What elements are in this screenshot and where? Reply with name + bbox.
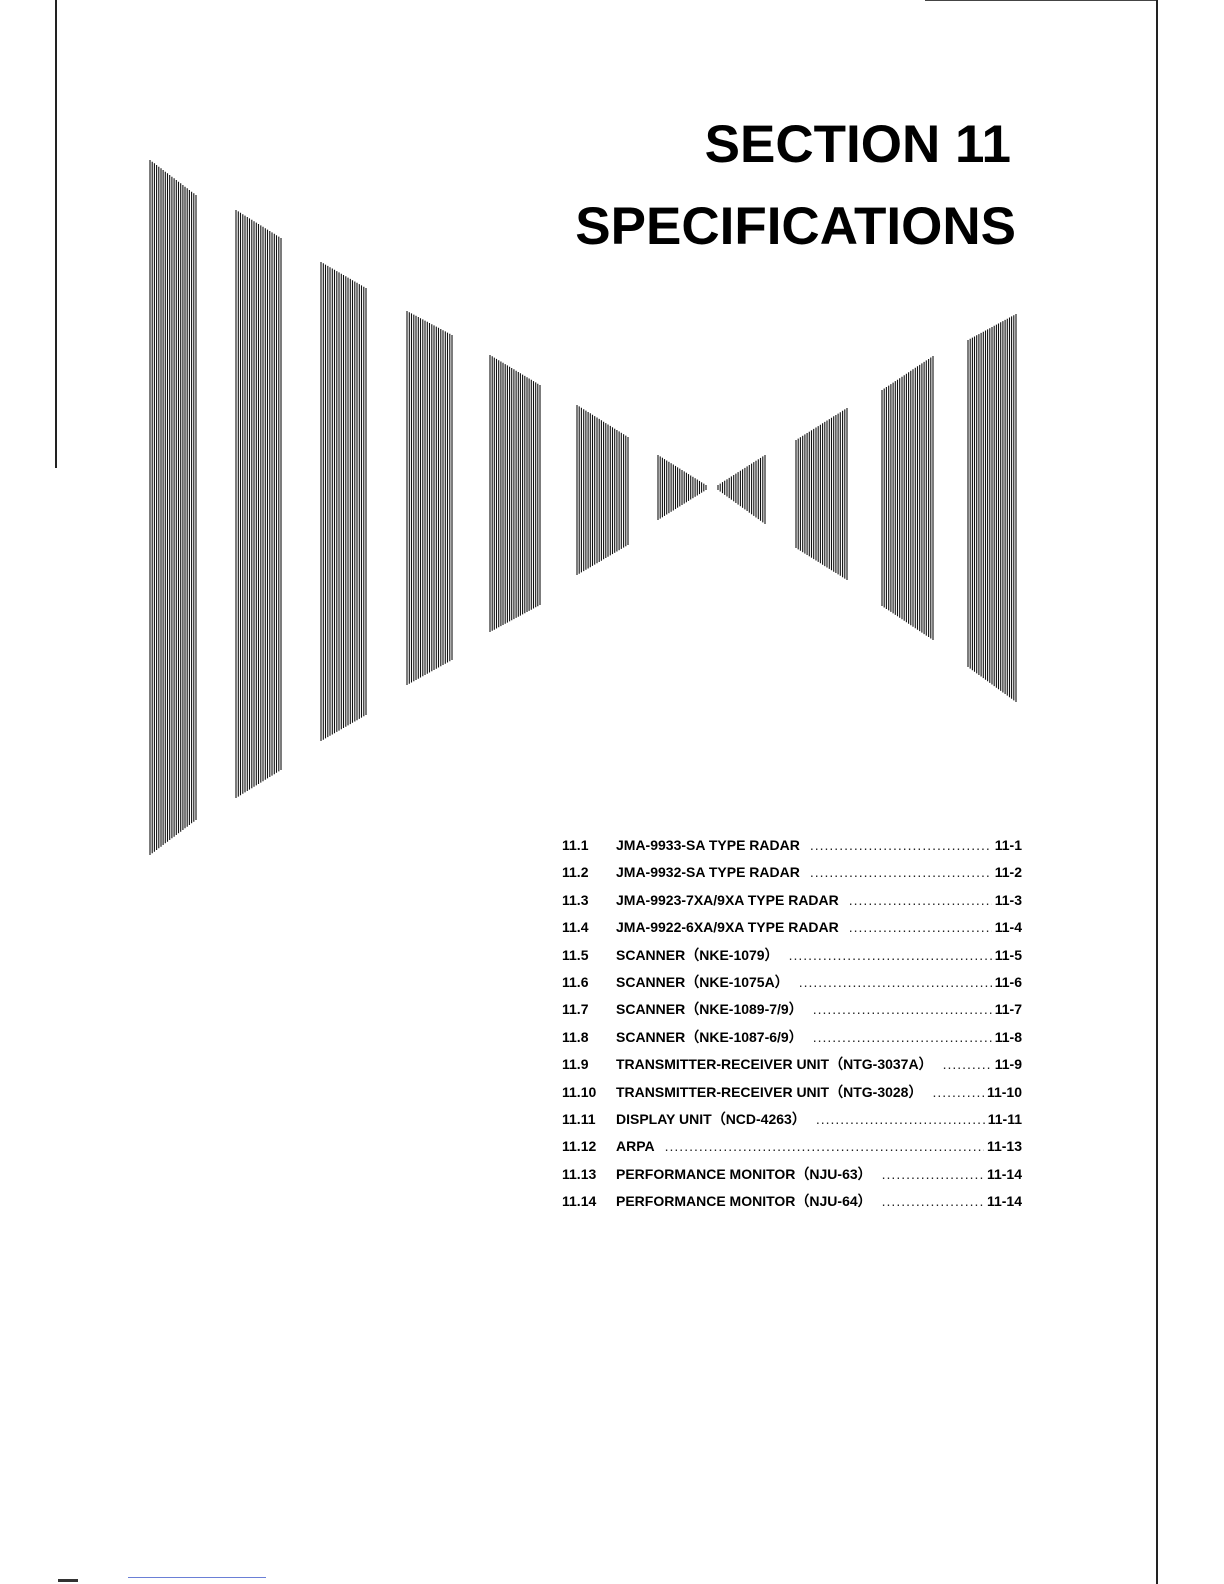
bar-group (881, 356, 934, 640)
toc-entry-title: JMA-9933-SA TYPE RADAR (616, 837, 800, 853)
toc-dot-leader (799, 971, 992, 993)
toc-entry[interactable]: 11.6 SCANNER（NKE-1075A） 11-6 (562, 971, 1022, 998)
scan-edge-left (55, 0, 57, 468)
section-title: SECTION 11 (704, 115, 1011, 174)
toc-dot-leader (813, 1026, 992, 1048)
toc-dot-leader (813, 998, 992, 1020)
toc-entry-title: SCANNER（NKE-1075A） (616, 973, 789, 990)
toc-entry-page: 11-11 (987, 1110, 1022, 1127)
toc-entry[interactable]: 11.7 SCANNER（NKE-1089-7/9） 11-7 (562, 998, 1022, 1025)
bar-group (320, 262, 367, 741)
toc-entry-number: 11.4 (562, 919, 589, 936)
toc-entry-title: TRANSMITTER-RECEIVER UNIT（NTG-3028） (616, 1083, 923, 1100)
toc-entry-number: 11.2 (562, 864, 589, 881)
toc-entry-number: 11.9 (562, 1056, 589, 1073)
toc-entry-page: 11-5 (994, 946, 1022, 963)
toc-entry-title: SCANNER（NKE-1079） (616, 946, 779, 963)
toc-dot-leader (849, 916, 992, 938)
toc-entry-title: SCANNER（NKE-1089-7/9） (616, 1001, 803, 1018)
scan-underline (128, 1577, 266, 1578)
toc-entry-page: 11-9 (994, 1056, 1022, 1073)
toc-dot-leader (665, 1135, 984, 1157)
toc-entry[interactable]: 11.12 ARPA 11-13 (562, 1135, 1022, 1162)
toc-entry-title: PERFORMANCE MONITOR（NJU-63） (616, 1165, 872, 1182)
toc-entry-page: 11-3 (994, 891, 1022, 908)
toc-dot-leader (932, 1081, 983, 1103)
bar-group (657, 455, 707, 520)
toc-entry-page: 11-4 (994, 919, 1022, 936)
toc-entry-page: 11-2 (994, 864, 1022, 881)
scan-mark (58, 1579, 78, 1582)
toc-entry[interactable]: 11.10 TRANSMITTER-RECEIVER UNIT（NTG-3028）… (562, 1081, 1022, 1108)
toc-dot-leader (810, 861, 992, 883)
toc-entry-title: JMA-9932-SA TYPE RADAR (616, 864, 800, 881)
toc-dot-leader (882, 1163, 984, 1185)
toc-entry[interactable]: 11.5 SCANNER（NKE-1079） 11-5 (562, 944, 1022, 971)
toc-entry-title: JMA-9923-7XA/9XA TYPE RADAR (616, 891, 839, 908)
toc-entry[interactable]: 11.4 JMA-9922-6XA/9XA TYPE RADAR 11-4 (562, 916, 1022, 943)
toc-dot-leader (810, 834, 992, 856)
bar-group (576, 405, 629, 575)
toc-entry-title: DISPLAY UNIT（NCD-4263） (616, 1110, 806, 1127)
toc-dot-leader (789, 944, 992, 966)
toc-entry[interactable]: 11.8 SCANNER（NKE-1087-6/9） 11-8 (562, 1026, 1022, 1053)
toc-dot-leader (816, 1108, 985, 1130)
scan-edge-right (1156, 0, 1158, 1584)
toc-entry-number: 11.11 (562, 1110, 596, 1127)
toc-dot-leader (849, 889, 992, 911)
bar-group (795, 408, 848, 580)
toc-entry-page: 11-6 (994, 973, 1022, 990)
toc-entry-number: 11.7 (562, 1001, 589, 1018)
bar-group (489, 355, 541, 632)
toc-entry[interactable]: 11.14 PERFORMANCE MONITOR（NJU-64） 11-14 (562, 1190, 1022, 1217)
toc-entry-number: 11.13 (562, 1165, 597, 1182)
bar-group (149, 160, 197, 855)
toc-entry[interactable]: 11.2 JMA-9932-SA TYPE RADAR 11-2 (562, 861, 1022, 888)
toc-entry-number: 11.1 (562, 837, 589, 853)
scan-edge-top (925, 0, 1156, 1)
section-subtitle: SPECIFICATIONS (575, 197, 1016, 256)
toc-entry-page: 11-7 (994, 1001, 1022, 1018)
toc-entry-page: 11-14 (986, 1165, 1022, 1182)
toc-entry[interactable]: 11.1 JMA-9933-SA TYPE RADAR 11-1 (562, 834, 1022, 861)
toc-dot-leader (882, 1190, 984, 1212)
toc-entry-number: 11.8 (562, 1028, 589, 1045)
bar-group (406, 311, 453, 685)
toc-entry-title: TRANSMITTER-RECEIVER UNIT（NTG-3037A） (616, 1056, 933, 1073)
bar-group (967, 314, 1017, 702)
toc-entry-page: 11-8 (994, 1028, 1022, 1045)
toc-entry[interactable]: 11.9 TRANSMITTER-RECEIVER UNIT（NTG-3037A）… (562, 1053, 1022, 1080)
toc-entry[interactable]: 11.13 PERFORMANCE MONITOR（NJU-63） 11-14 (562, 1163, 1022, 1190)
toc-entry[interactable]: 11.3 JMA-9923-7XA/9XA TYPE RADAR 11-3 (562, 889, 1022, 916)
toc-entry-number: 11.14 (562, 1193, 597, 1210)
bar-group (717, 455, 766, 524)
toc-entry-title: SCANNER（NKE-1087-6/9） (616, 1028, 803, 1045)
toc-entry-number: 11.10 (562, 1083, 597, 1100)
toc-entry-page: 11-13 (986, 1138, 1022, 1155)
toc-entry-page: 11-10 (986, 1083, 1022, 1100)
toc-entry-title: ARPA (616, 1138, 655, 1155)
toc-entry-title: PERFORMANCE MONITOR（NJU-64） (616, 1193, 872, 1210)
toc-entry-title: JMA-9922-6XA/9XA TYPE RADAR (616, 919, 839, 936)
toc-entry-page: 11-14 (986, 1193, 1022, 1210)
toc-entry-number: 11.3 (562, 891, 589, 908)
toc-entry-number: 11.6 (562, 973, 589, 990)
bar-group (235, 210, 282, 798)
toc-entry-page: 11-1 (994, 837, 1022, 853)
toc-entry[interactable]: 11.11 DISPLAY UNIT（NCD-4263） 11-11 (562, 1108, 1022, 1135)
toc-entry-number: 11.5 (562, 946, 589, 963)
toc-dot-leader (943, 1053, 992, 1075)
toc-entry-number: 11.12 (562, 1138, 597, 1155)
